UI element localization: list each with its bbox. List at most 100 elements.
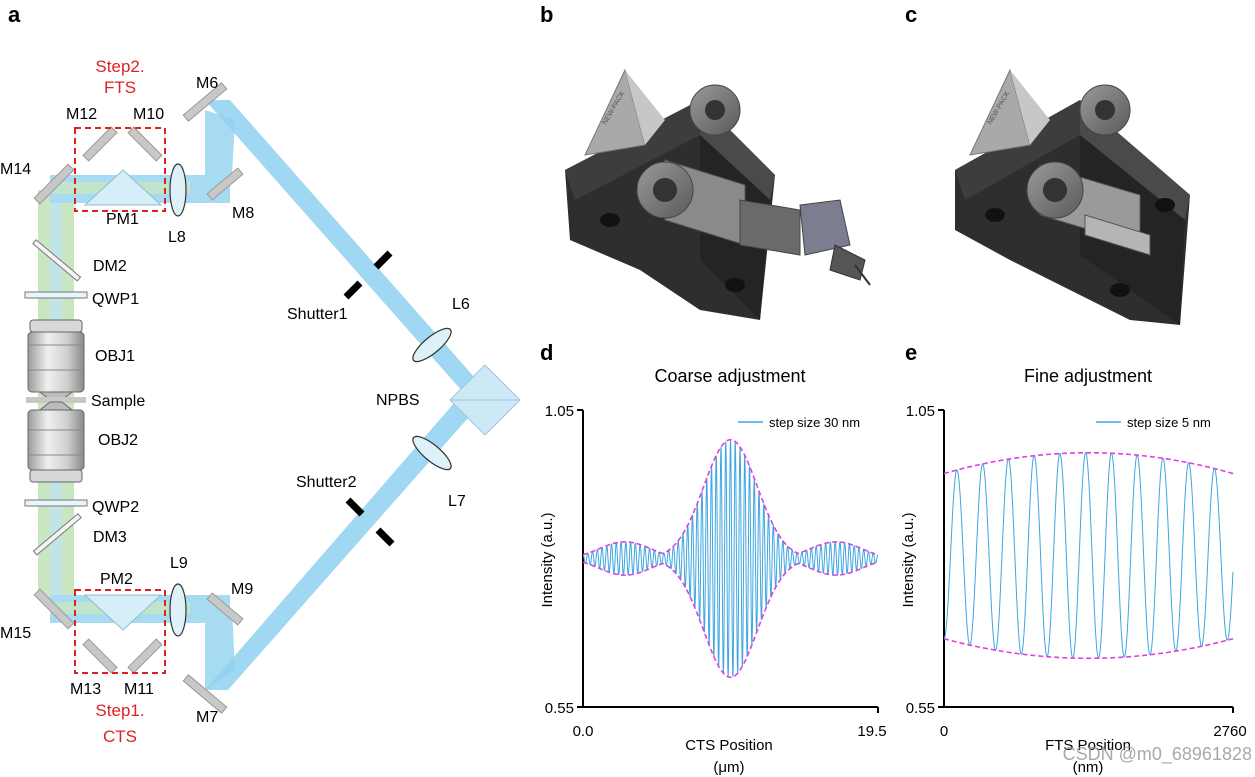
watermark: CSDN @m0_68961828 xyxy=(1063,744,1252,765)
label-m10: M10 xyxy=(133,106,164,123)
chart-e-ytick-top: 1.05 xyxy=(906,403,935,420)
chart-e-xtick-left: 0 xyxy=(940,723,948,740)
panel-label-b: b xyxy=(540,2,553,27)
lens-l8 xyxy=(169,163,187,217)
lens-l6 xyxy=(412,327,452,363)
mirror-m10 xyxy=(127,126,163,162)
label-shutter1: Shutter1 xyxy=(287,306,348,323)
chart-d-envelope-lower xyxy=(582,561,879,679)
beam-long-lower xyxy=(205,402,475,690)
panel-label-d: d xyxy=(540,340,553,365)
label-shutter2: Shutter2 xyxy=(296,474,357,491)
mirror-m11 xyxy=(127,638,163,674)
label-step2-line2: FTS xyxy=(104,78,136,97)
label-l7: L7 xyxy=(448,493,466,510)
label-qwp2: QWP2 xyxy=(92,499,139,516)
label-pm1: PM1 xyxy=(106,211,139,228)
chart-e-xlabel-line2: (nm) xyxy=(1073,759,1104,776)
label-l8: L8 xyxy=(168,229,186,246)
render-fine-stage: NEW-PACK xyxy=(955,68,1190,325)
prism-mirror-pm2 xyxy=(83,594,163,631)
label-dm2: DM2 xyxy=(93,258,127,275)
label-step1-line2: CTS xyxy=(103,727,137,746)
chart-e-ylabel: Intensity (a.u.) xyxy=(900,512,917,607)
dichroic-dm2 xyxy=(32,239,82,282)
step2-box xyxy=(74,127,166,212)
shutter2-blade-b xyxy=(375,527,395,547)
chart-d-trace xyxy=(582,439,879,677)
label-pm2: PM2 xyxy=(100,571,133,588)
render-with-actuator: NEW-PACK xyxy=(565,68,871,320)
label-m9: M9 xyxy=(231,581,253,598)
sample-slide xyxy=(26,397,86,403)
objective-obj1 xyxy=(27,319,85,401)
lens-l9 xyxy=(169,583,187,637)
label-npbs: NPBS xyxy=(376,392,420,409)
chart-d-ytick-bottom: 0.55 xyxy=(545,700,574,717)
label-step2-line1: Step2. xyxy=(95,57,144,76)
label-m15: M15 xyxy=(0,625,31,642)
chart-e-envelope-upper xyxy=(943,451,1234,475)
prism-mirror-pm1 xyxy=(83,169,163,206)
label-obj1: OBJ1 xyxy=(95,348,135,365)
label-m13: M13 xyxy=(70,681,101,698)
chart-e-trace xyxy=(943,452,1234,659)
label-m6: M6 xyxy=(196,75,218,92)
mirror-m12 xyxy=(82,126,118,162)
chart-d-legend: step size 30 nm xyxy=(769,415,860,430)
label-m11: M11 xyxy=(124,681,154,698)
chart-fine: Fine adjustment 1.05 0.55 0 2760 FTS Pos… xyxy=(900,366,1247,776)
beam-fold-upper xyxy=(205,110,235,185)
label-m8: M8 xyxy=(232,205,254,222)
mirror-m6 xyxy=(182,82,228,122)
beam-long-upper xyxy=(205,100,490,400)
chart-e-plot-area xyxy=(943,451,1234,660)
chart-d-ytick-top: 1.05 xyxy=(545,403,574,420)
label-dm3: DM3 xyxy=(93,529,127,546)
label-step1-line1: Step1. xyxy=(95,701,144,720)
label-m14: M14 xyxy=(0,161,31,178)
waveplate-qwp2 xyxy=(24,499,88,507)
step1-box xyxy=(74,589,166,674)
panel-label-a: a xyxy=(8,2,21,27)
chart-d-xlabel-line1: CTS Position xyxy=(685,737,773,754)
mirror-m15 xyxy=(33,588,75,630)
chart-d-xlabel-line2: (μm) xyxy=(713,759,744,776)
mirror-m14 xyxy=(33,163,75,205)
label-sample: Sample xyxy=(91,393,145,410)
chart-d-envelope-upper xyxy=(582,438,879,556)
chart-e-xtick-right: 2760 xyxy=(1213,723,1246,740)
chart-e-title: Fine adjustment xyxy=(1024,366,1152,386)
waveplate-qwp1 xyxy=(24,291,88,299)
objective-obj2 xyxy=(27,401,85,483)
shutter2-blade-a xyxy=(345,497,365,517)
mirror-m8 xyxy=(206,167,244,201)
shutter1-blade-a xyxy=(343,280,363,300)
label-qwp1: QWP1 xyxy=(92,291,139,308)
label-m12: M12 xyxy=(66,106,97,123)
panel-label-c: c xyxy=(905,2,917,27)
chart-d-xtick-left: 0.0 xyxy=(573,723,594,740)
shutter1-blade-b xyxy=(373,250,393,270)
panel-label-e: e xyxy=(905,340,917,365)
chart-e-envelope-lower xyxy=(943,637,1234,660)
mirror-m7 xyxy=(182,674,228,714)
label-m7: M7 xyxy=(196,709,218,726)
optical-diagram: Step2. FTS Step1. CTS M6 M12 M10 M14 PM1… xyxy=(0,57,521,746)
label-obj2: OBJ2 xyxy=(98,432,138,449)
mirror-m13 xyxy=(82,638,118,674)
dichroic-dm3 xyxy=(32,513,82,556)
chart-e-legend: step size 5 nm xyxy=(1127,415,1211,430)
label-l6: L6 xyxy=(452,296,470,313)
chart-e-xlabel-line1: FTS Position xyxy=(1045,737,1131,754)
chart-d-plot-area xyxy=(582,438,879,679)
chart-d-ylabel: Intensity (a.u.) xyxy=(539,512,556,607)
chart-d-xtick-right: 19.5 xyxy=(857,723,886,740)
chart-e-ytick-bottom: 0.55 xyxy=(906,700,935,717)
chart-coarse: Coarse adjustment 1.05 0.55 0.0 19.5 CTS… xyxy=(539,366,887,776)
lens-l7 xyxy=(412,435,452,471)
label-l9: L9 xyxy=(170,555,188,572)
chart-d-title: Coarse adjustment xyxy=(654,366,805,386)
mirror-m9 xyxy=(206,592,244,626)
